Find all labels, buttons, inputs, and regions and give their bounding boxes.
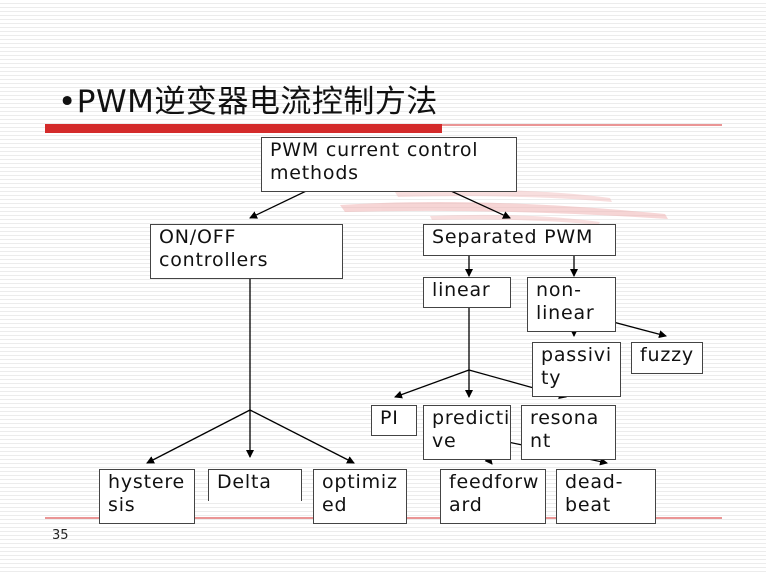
edge-onoff-optimized xyxy=(249,409,355,464)
node-passivity: passivi ty xyxy=(532,342,621,397)
edge-linear-pi xyxy=(394,369,470,399)
node-linear: linear xyxy=(423,277,511,308)
title-accent-bar xyxy=(45,124,442,133)
slide-title: •PWM逆变器电流控制方法 xyxy=(58,84,438,120)
node-optimized: optimiz ed xyxy=(313,469,407,524)
node-pi: PI xyxy=(371,405,417,436)
node-nonlinear: non- linear xyxy=(527,277,616,332)
node-hysteresis: hystere sis xyxy=(99,469,195,524)
node-deadbeat: dead- beat xyxy=(556,469,656,524)
page-number: 35 xyxy=(52,528,69,543)
node-delta: Delta xyxy=(208,469,302,501)
node-fuzzy: fuzzy xyxy=(631,342,703,374)
edge-onoff-hysteresis xyxy=(146,409,251,464)
node-feedforward: feedforw ard xyxy=(440,469,546,524)
node-onoff-controllers: ON/OFF controllers xyxy=(150,224,343,279)
decorative-swoosh xyxy=(340,190,668,225)
node-resonant: resona nt xyxy=(521,405,616,460)
node-root: PWM current control methods xyxy=(261,137,517,192)
node-separated-pwm: Separated PWM xyxy=(423,224,616,256)
node-predictive: predicti ve xyxy=(423,405,511,460)
